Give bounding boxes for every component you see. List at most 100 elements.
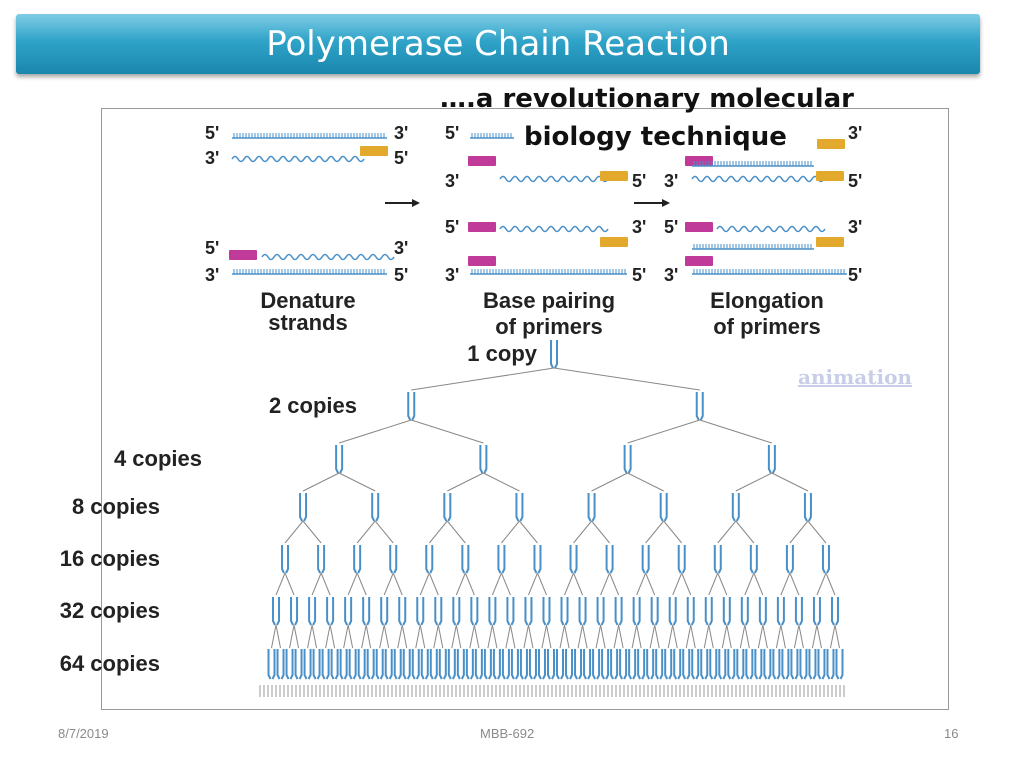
duplex-strand-b <box>695 649 700 680</box>
strand-end-label: 5' <box>664 217 678 237</box>
dna-duplex <box>799 649 808 680</box>
duplex-strand-b <box>627 445 632 474</box>
duplex-strand-b <box>587 649 592 680</box>
duplex-strand-a <box>411 649 416 680</box>
tree-branch <box>500 572 511 596</box>
wavy-strand <box>716 225 826 233</box>
duplex-strand-b <box>528 597 533 626</box>
tree-branch <box>392 572 403 596</box>
animation-link[interactable]: animation <box>798 365 912 389</box>
duplex-strand-b <box>487 649 492 680</box>
duplex-strand-b <box>821 649 826 680</box>
duplex-strand-b <box>735 493 740 522</box>
duplex-strand-a <box>691 649 696 680</box>
step-arrow-head <box>412 199 420 207</box>
dna-duplex <box>619 649 628 680</box>
duplex-strand-a <box>785 545 790 574</box>
tree-branch <box>415 624 421 649</box>
duplex-strand-b <box>722 649 727 680</box>
strand-bases <box>471 269 626 274</box>
dna-duplex <box>754 649 763 680</box>
dna-duplex <box>550 340 558 369</box>
dna-duplex <box>673 649 682 680</box>
dna-duplex <box>736 649 745 680</box>
duplex-strand-a <box>794 597 799 626</box>
primer-block <box>360 146 388 156</box>
comb-strand <box>692 161 814 167</box>
tree-branch <box>284 572 295 596</box>
dna-duplex <box>348 649 357 680</box>
tree-branch <box>455 624 462 649</box>
duplex-strand-b <box>465 545 470 574</box>
duplex-strand-a <box>628 649 633 680</box>
duplex-strand-b <box>699 392 704 421</box>
duplex-strand-a <box>776 597 781 626</box>
duplex-strand-b <box>740 649 745 680</box>
dna-duplex <box>290 597 299 626</box>
duplex-strand-b <box>708 597 713 626</box>
duplex-strand-a <box>303 649 308 680</box>
duplex-strand-b <box>808 493 812 522</box>
duplex-strand-b <box>316 649 321 680</box>
duplex-strand-b <box>569 649 574 680</box>
tree-branch <box>428 572 439 596</box>
tree-branch <box>703 624 710 649</box>
primer-block <box>468 256 496 266</box>
duplex-strand-a <box>470 597 475 626</box>
duplex-strand-b <box>614 649 619 680</box>
duplex-strand-b <box>596 649 601 680</box>
duplex-strand-b <box>776 649 781 680</box>
tree-branch <box>577 624 584 649</box>
duplex-strand-a <box>560 597 565 626</box>
panel-pairing: 5'3'5'5'3'3'5' <box>445 123 670 285</box>
tree-branch <box>284 520 304 544</box>
tree-branch <box>469 624 475 649</box>
generation-label: 32 copies <box>60 598 160 623</box>
tree-branch <box>627 472 664 492</box>
tree-branch <box>721 624 728 649</box>
duplex-strand-a <box>429 649 434 680</box>
duplex-strand-a <box>722 597 727 626</box>
duplex-strand-b <box>731 649 736 680</box>
duplex-strand-a <box>565 649 569 680</box>
pcr-diagram-svg: Denature strands Base pairing of primers… <box>60 123 912 697</box>
dna-duplex <box>592 649 601 680</box>
dna-duplex <box>574 649 583 680</box>
dna-duplex <box>533 545 542 574</box>
duplex-strand-a <box>749 545 754 574</box>
pcr-diagram: Denature strands Base pairing of primers… <box>60 108 949 710</box>
duplex-strand-b <box>406 649 411 680</box>
tree-branch <box>537 572 547 596</box>
tree-branch <box>780 624 786 649</box>
primer-block <box>600 171 628 181</box>
primer-block <box>468 222 496 232</box>
duplex-strand-a <box>389 545 394 574</box>
duplex-strand-b <box>501 545 506 574</box>
tree-branch <box>595 624 602 649</box>
duplex-strand-a <box>371 493 376 522</box>
tree-branch <box>437 624 444 649</box>
tree-branch <box>527 624 534 649</box>
tree-branch <box>762 624 768 649</box>
duplex-strand-a <box>335 445 340 474</box>
duplex-strand-b <box>352 649 357 680</box>
dna-duplex <box>596 597 605 626</box>
duplex-strand-a <box>790 649 795 680</box>
duplex-strand-a <box>623 445 628 474</box>
strand-end-label: 5' <box>205 238 219 258</box>
strand-end-label: 3' <box>848 217 862 237</box>
dna-duplex <box>821 545 830 574</box>
tree-branch <box>582 624 588 649</box>
tree-branch <box>609 572 620 596</box>
dna-duplex <box>794 597 803 626</box>
strand-bases <box>471 133 512 138</box>
duplex-strand-b <box>379 649 384 680</box>
strand-end-label: 3' <box>664 265 678 285</box>
tree-branch <box>365 624 372 649</box>
dna-duplex <box>812 597 821 626</box>
dna-duplex <box>790 649 799 680</box>
dna-duplex <box>465 649 474 680</box>
dna-duplex <box>623 445 632 474</box>
dna-duplex <box>447 649 456 680</box>
dna-duplex <box>501 649 510 680</box>
